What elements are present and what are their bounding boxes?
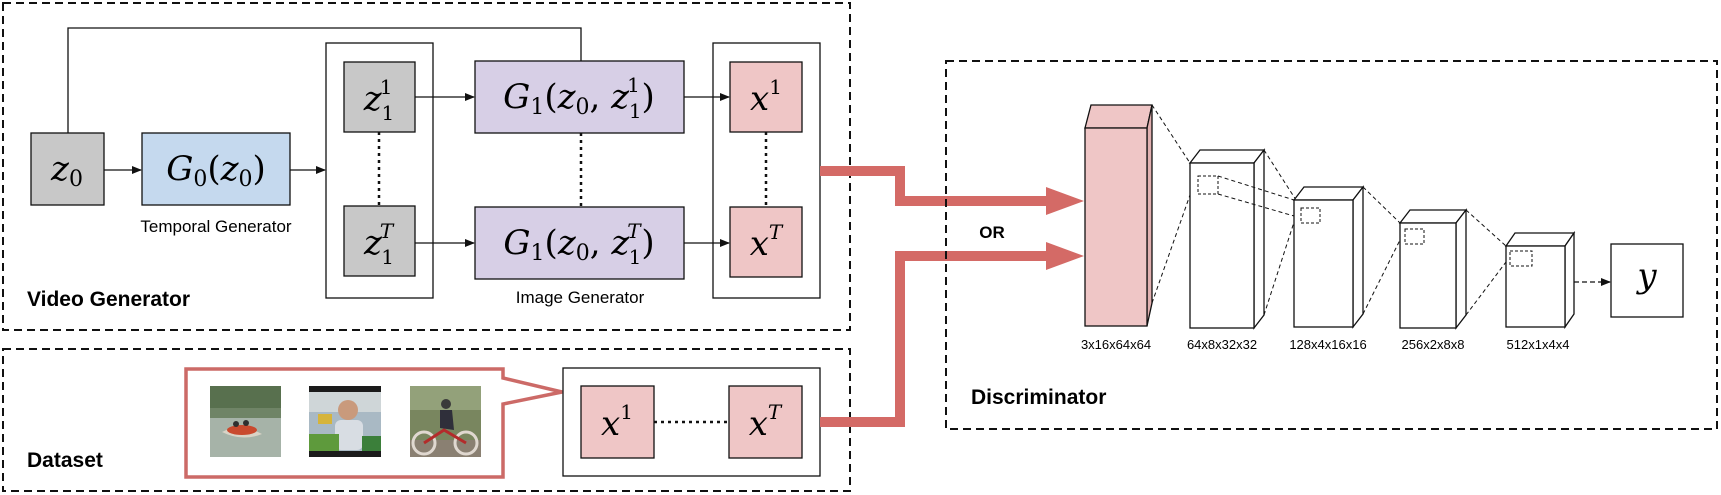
- discriminator-output-label: y: [1635, 256, 1657, 296]
- video-generator-title: Video Generator: [27, 288, 190, 311]
- cyclist-thumbnail: [410, 386, 481, 457]
- image-generator-first-box: [474, 60, 685, 134]
- image-generator-last-box: [474, 206, 685, 280]
- rafting-thumbnail: [210, 386, 281, 457]
- discriminator-layer-3: [1398, 208, 1468, 330]
- z1-first-box: [343, 61, 416, 133]
- layer-size-label: 512x1x4x4: [1507, 337, 1570, 352]
- generated-video-arrow: [820, 166, 1050, 206]
- layer-size-label: 64x8x32x32: [1187, 337, 1257, 352]
- child-eating-thumbnail: [309, 386, 381, 457]
- dataset-frame-first: [580, 385, 655, 459]
- real-video-arrow: [820, 251, 1050, 427]
- discriminator-title: Discriminator: [971, 386, 1106, 409]
- discriminator-layer-4: [1504, 230, 1576, 330]
- discriminator-input-volume: [1084, 104, 1153, 327]
- z0-box: [30, 132, 105, 206]
- generated-x-first-label: x1: [750, 75, 782, 119]
- z1-last-box: [343, 205, 416, 277]
- generated-frame-last: [729, 206, 803, 278]
- latent-column: [325, 42, 434, 299]
- generated-video-arrowhead: [1046, 187, 1084, 215]
- z0-label: z0: [50, 149, 83, 192]
- or-label: OR: [979, 223, 1005, 242]
- layer-size-label: 3x16x64x64: [1081, 337, 1151, 352]
- discriminator-region: [945, 60, 1718, 430]
- dataset-frame-last: [728, 385, 803, 459]
- layer-size-label: 256x2x8x8: [1402, 337, 1465, 352]
- z0-to-image-generator-line: [67, 27, 582, 133]
- generated-x-last-label: xT: [750, 220, 784, 264]
- temporal-generator-box: [141, 132, 291, 206]
- image-generator-label: Image Generator: [516, 288, 645, 307]
- discriminator-layer-1: [1188, 148, 1266, 330]
- temporal-generator-label: Temporal Generator: [140, 217, 292, 236]
- real-video-arrowhead: [1046, 242, 1084, 270]
- layer-size-label: 128x4x16x16: [1289, 337, 1366, 352]
- discriminator-output-box: [1610, 243, 1684, 318]
- dataset-title: Dataset: [27, 449, 103, 472]
- discriminator-layer-2: [1292, 185, 1365, 329]
- video-generator-region: [2, 2, 851, 331]
- generated-frame-first: [729, 61, 803, 133]
